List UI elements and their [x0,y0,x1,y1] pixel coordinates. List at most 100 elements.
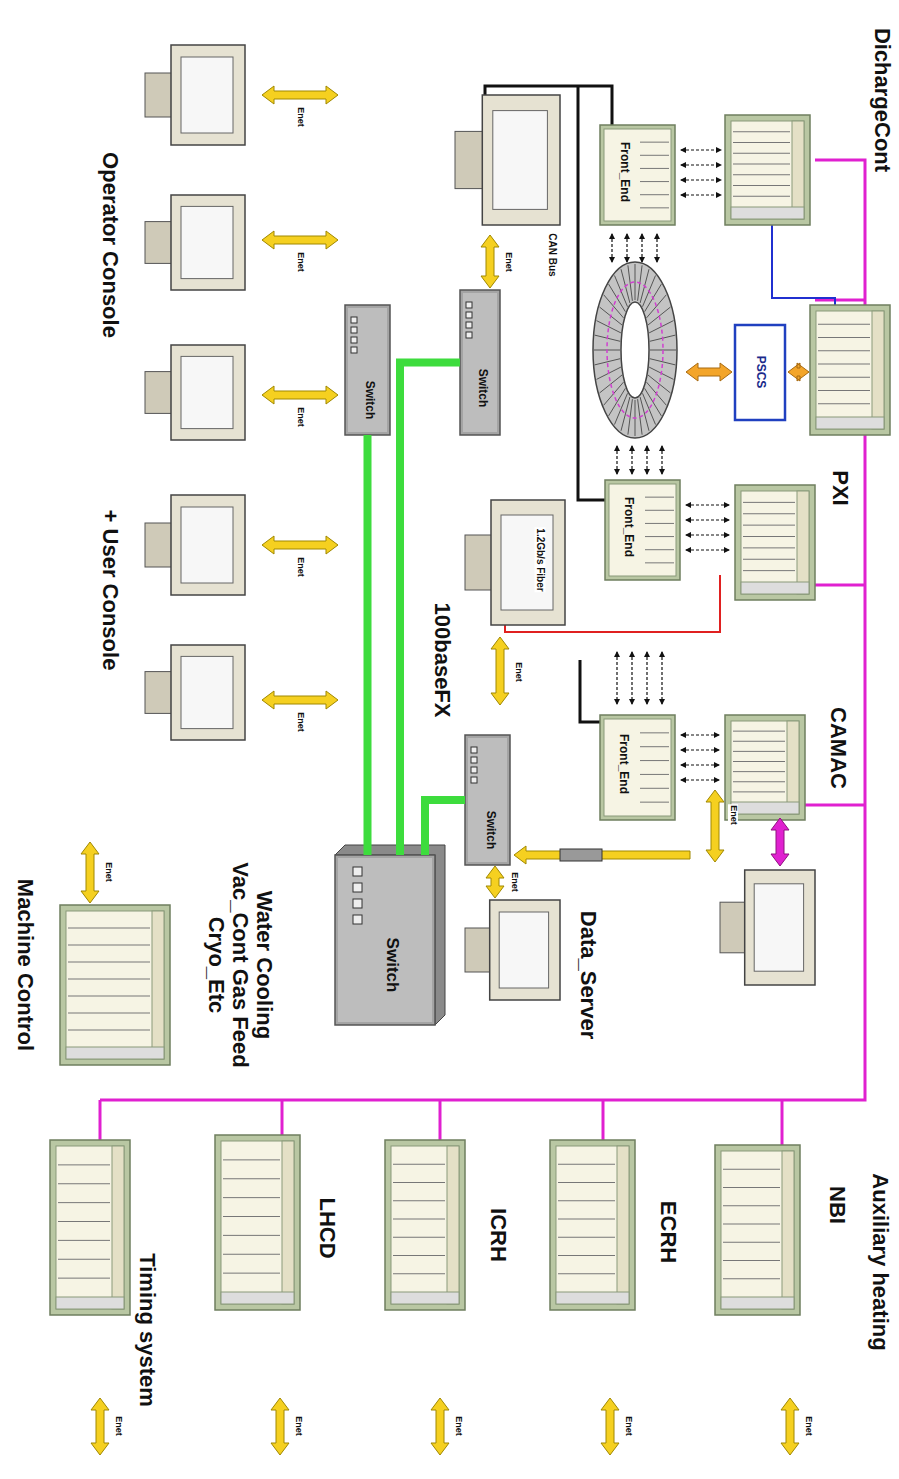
switch-port [353,899,362,908]
switch-face [468,738,507,862]
signal-arrow [611,234,612,262]
crate-footer [556,1292,629,1304]
front-end-slot [640,788,669,789]
computer-monitor [482,95,560,225]
link-label: Enet [293,1415,303,1437]
tokamak-torus [593,262,677,438]
pscs-label: PSCS [753,354,766,391]
crate-slot [68,979,150,980]
coil-winding [635,264,636,300]
crate-footer [721,1297,794,1309]
signal-arrow [681,179,721,180]
link-label: CAN Bus [547,232,558,277]
link-label: Enet [113,1415,123,1437]
crate-slot [733,741,785,742]
signal-arrow [681,734,719,735]
switch-port [351,327,357,333]
coil-winding [621,397,630,431]
computer-monitor [171,45,245,145]
signal-arrow [661,446,662,474]
crate-frame [215,1135,300,1310]
ethernet-arrow [271,1398,289,1455]
signal-arrow [626,234,627,262]
pscs-box: PSCS [735,325,785,420]
crate-box: NBI [715,1145,800,1315]
switch-box: Switch [335,855,435,1025]
crate-header [152,911,164,1059]
computer-monitor [490,900,560,1000]
crate-slot [818,337,870,338]
monitor-screen [181,206,233,278]
link-label: 1.2Gb/s Fiber [535,527,546,592]
crate-panel [56,1146,124,1309]
crate-slot [558,1164,615,1165]
switch-label: Switch [483,811,496,850]
crate-slot [58,1240,110,1241]
crate-panel [741,491,809,594]
crate-heading: DichargeCont [870,28,894,172]
link-label: Enet [295,406,305,428]
computer-monitor [171,345,245,440]
crate-header [447,1146,459,1304]
monitor-screen [181,356,233,428]
monitor-screen [181,57,233,133]
ethernet-arrow [481,235,499,288]
front-end-slot [640,194,669,195]
switch-port [466,302,472,308]
group-label: Operator Console [98,151,122,339]
ethernet-arrow [781,1398,799,1455]
ethernet-arrow [431,1398,449,1455]
crate-header [872,311,884,429]
crate-slot [223,1178,280,1179]
crate-slot [818,364,870,365]
computer-monitor [491,500,565,625]
switch-body [460,290,500,435]
switch-port [466,322,472,328]
crate-slot [223,1159,280,1160]
signal-arrow [681,149,721,150]
front-end-slot [640,168,669,169]
crate-slot [743,547,795,548]
bus-drop [781,1100,784,1150]
coil-winding [647,295,667,318]
crate-slot [393,1255,445,1256]
crate-heading: PXI [828,470,852,505]
fiber-transceiver [560,849,602,861]
front-end-frame [600,125,675,225]
crate-heading: NBI [825,1186,849,1224]
crate-heading: ECRH [656,1201,680,1263]
crate-slot [733,771,785,772]
coil-winding [604,295,624,318]
crate-slot [558,1219,615,1220]
crate-box: ICRH [385,1140,465,1310]
crate-header [782,1151,794,1309]
ethernet-arrow [491,637,509,705]
switch-label: Switch [475,369,488,408]
power-arrow [686,363,732,381]
switch-port [471,757,477,763]
crate-frame [725,115,810,225]
crate-header [282,1141,294,1304]
signal-arrow [641,234,642,262]
crate-slot [733,196,790,197]
crate-slot [58,1164,110,1165]
crate-slot [58,1202,110,1203]
crate-panel [721,1151,794,1309]
signal-arrow [616,446,617,474]
signal-arrow [681,764,719,765]
front-end-box: Front_End [600,125,675,225]
crate-heading: Machine Control [13,879,37,1051]
crate-box: Timing system [50,1140,130,1315]
front-end-panel [604,129,671,221]
ethernet-arrow [262,536,338,554]
crate-footer [816,417,884,429]
signal-arrow [686,504,729,505]
switch-box: Switch [345,305,390,435]
crate-slot [743,536,795,537]
monitor-screen [493,111,548,210]
fiber-link [364,435,372,855]
switch-port [471,767,477,773]
signal-arrow [686,549,729,550]
